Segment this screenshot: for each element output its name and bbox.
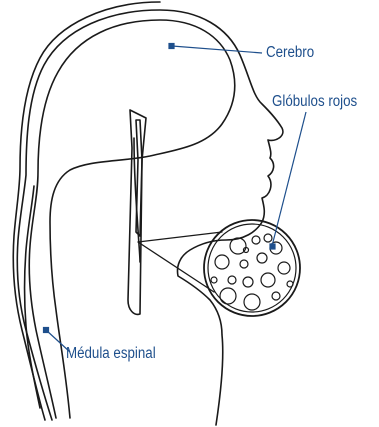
zoom-line-bottom: [138, 242, 214, 292]
label-red-blood-cells: Glóbulos rojos: [272, 94, 357, 110]
label-spinal-cord: Médula espinal: [66, 346, 156, 362]
blood-cell: [278, 262, 290, 274]
blood-cell: [257, 253, 267, 263]
blood-cell: [252, 236, 260, 244]
blood-cell: [220, 288, 236, 304]
blood-cell: [261, 273, 275, 287]
leader-dot-brain: [169, 44, 174, 49]
leader-line-brain: [172, 46, 262, 53]
blood-cell: [287, 281, 293, 287]
zoom-line-top: [138, 232, 222, 242]
blood-cell: [240, 260, 248, 268]
blood-cell: [228, 276, 236, 284]
red-blood-cells: [211, 234, 293, 310]
leader-dot-spine: [44, 328, 49, 333]
blood-cell: [215, 255, 229, 269]
blood-cell: [244, 294, 260, 310]
neck-vessel-inner: [136, 120, 142, 236]
blood-cell: [272, 292, 280, 300]
blood-magnifier-inner: [208, 224, 296, 312]
leader-dot-blood: [270, 244, 275, 249]
blood-cell: [243, 277, 253, 287]
blood-cell: [264, 234, 272, 242]
label-brain: Cerebro: [266, 45, 314, 61]
leader-line-blood: [272, 112, 306, 246]
blood-cell: [211, 277, 217, 283]
